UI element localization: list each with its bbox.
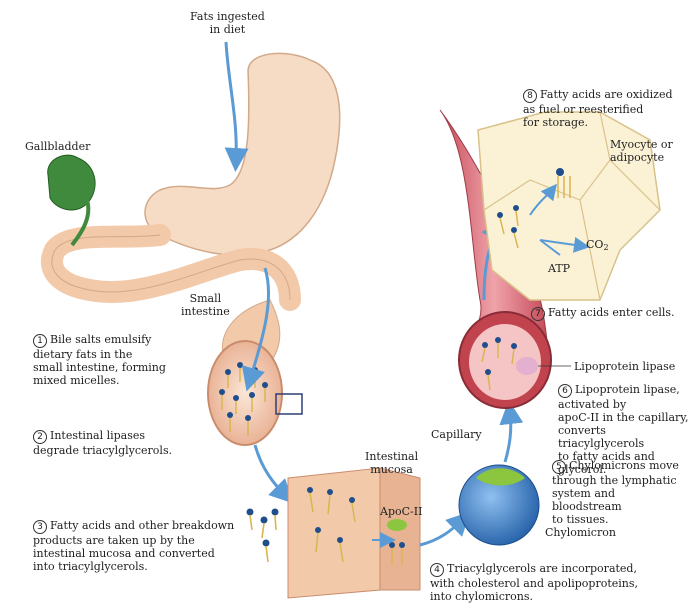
gallbladder bbox=[47, 154, 96, 211]
step-1-number: 1 bbox=[33, 334, 47, 348]
step-2-text: Intestinal lipases degrade triacylglycer… bbox=[33, 429, 173, 457]
label-lipoprotein-lipase: Lipoprotein lipase bbox=[574, 360, 676, 373]
label-gallbladder: Gallbladder bbox=[25, 140, 91, 153]
stomach bbox=[144, 52, 341, 256]
step-8-text: Fatty acids are oxidized as fuel or rees… bbox=[523, 88, 673, 129]
ingestion-arrow bbox=[224, 41, 249, 172]
step-1-text: Bile salts emulsify dietary fats in the … bbox=[33, 333, 166, 387]
step-5-text: Chylomicrons move through the lymphatic … bbox=[552, 459, 679, 526]
label-apoc2: ApoC-II bbox=[380, 505, 423, 518]
apoc2-protein bbox=[387, 519, 407, 531]
intestine-cross-section bbox=[207, 340, 283, 446]
label-co2: CO2 bbox=[586, 238, 609, 254]
co2-text: CO bbox=[586, 238, 604, 251]
intestinal-mucosa bbox=[287, 467, 381, 599]
label-atp: ATP bbox=[548, 262, 571, 275]
step-3-text: Fatty acids and other breakdown products… bbox=[33, 519, 235, 573]
step-8-number: 8 bbox=[523, 89, 537, 103]
co2-subscript: 2 bbox=[603, 243, 609, 252]
zoom-box bbox=[275, 393, 303, 415]
to-mucosa-arrow bbox=[253, 444, 294, 504]
label-myocyte: Myocyte or adipocyte bbox=[610, 138, 673, 164]
step-7-text: Fatty acids enter cells. bbox=[548, 306, 675, 319]
step-7-number: 7 bbox=[531, 307, 545, 321]
capillary-fatty-acids bbox=[481, 337, 517, 391]
step-6-number: 6 bbox=[558, 384, 572, 398]
step-6-text: Lipoprotein lipase, activated by apoC-II… bbox=[558, 383, 689, 476]
to-capillary-arrow bbox=[499, 400, 524, 463]
myocyte-cells bbox=[477, 111, 661, 301]
chylomicron bbox=[458, 464, 540, 546]
intestine-flow-arrow bbox=[241, 267, 271, 392]
lipoprotein-lipase-blob bbox=[516, 357, 538, 375]
mucosa-fatty-acids bbox=[307, 487, 405, 565]
label-small-intestine: Small intestine bbox=[181, 292, 230, 318]
label-intestinal-mucosa: Intestinal mucosa bbox=[365, 450, 419, 476]
label-chylomicron: Chylomicron bbox=[545, 526, 616, 539]
step-2-number: 2 bbox=[33, 430, 47, 444]
step-4-number: 4 bbox=[430, 563, 444, 577]
cell-fatty-acids bbox=[497, 168, 571, 249]
step-3-number: 3 bbox=[33, 520, 47, 534]
step-4-text: Triacylglycerols are incorporated, with … bbox=[430, 562, 639, 603]
label-fats-ingested: Fats ingested in diet bbox=[190, 10, 265, 36]
fatty-acid-cluster-1 bbox=[246, 508, 279, 563]
label-capillary: Capillary bbox=[431, 428, 482, 441]
to-chylomicron-arrow bbox=[419, 511, 471, 547]
